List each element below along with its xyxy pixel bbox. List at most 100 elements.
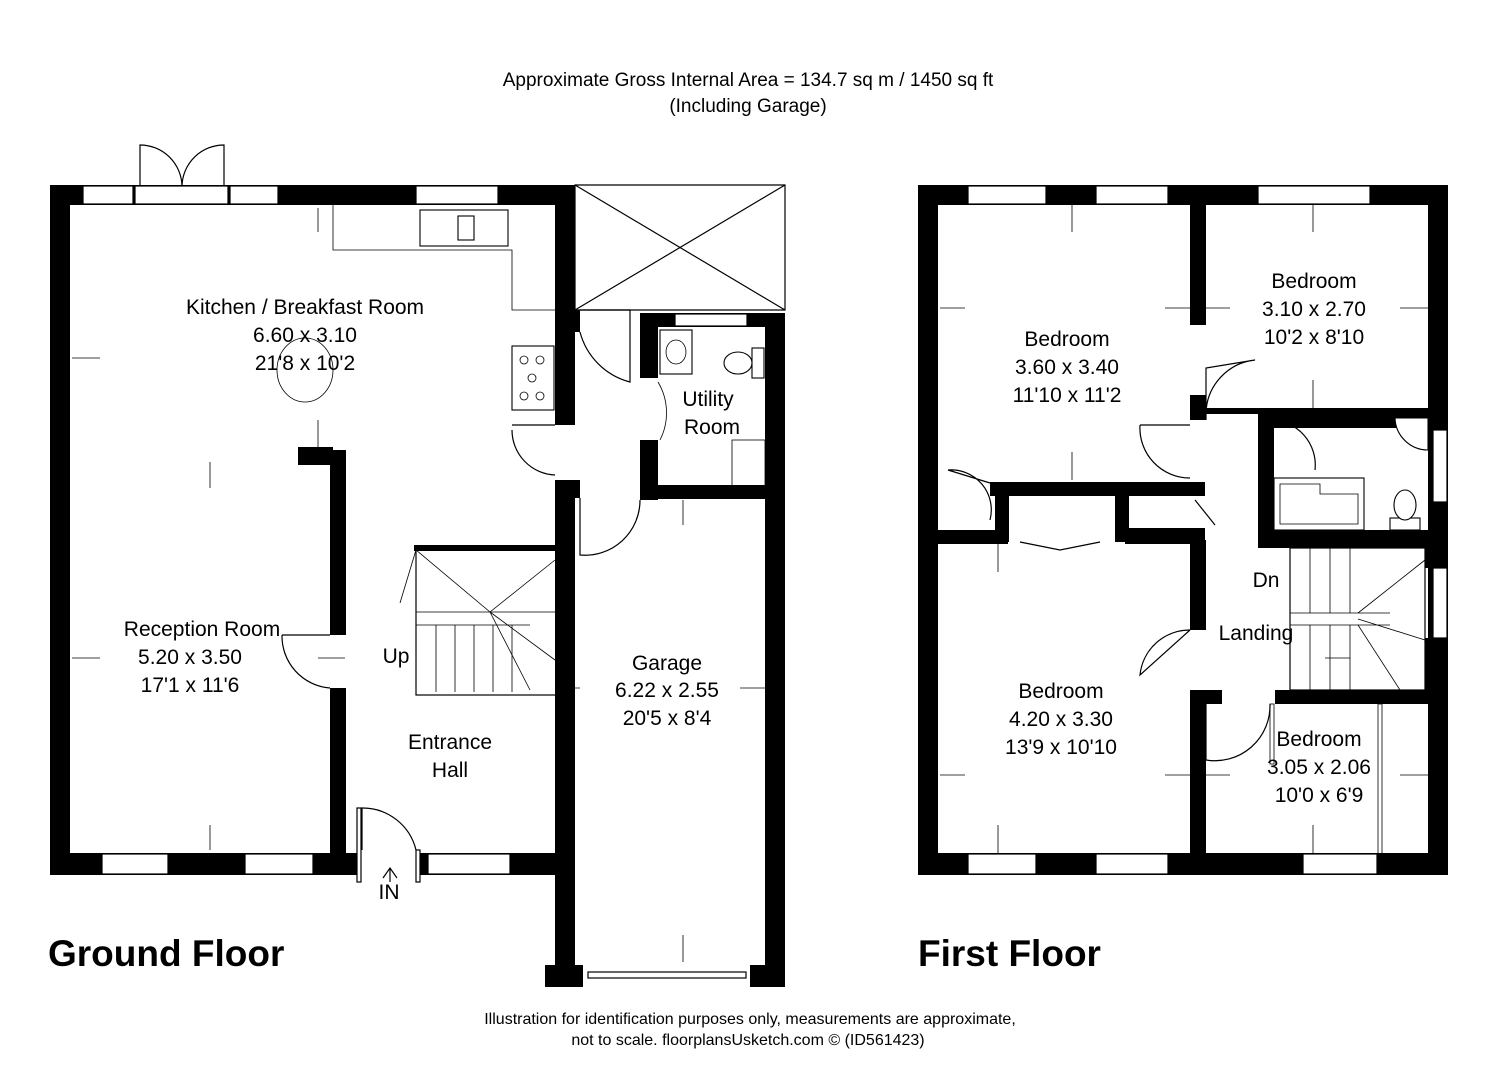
stair-treads bbox=[416, 611, 555, 692]
window bbox=[1432, 429, 1448, 503]
gf-east-wall-upper bbox=[555, 185, 575, 425]
landing-name: Landing bbox=[1219, 622, 1294, 645]
garage-metric: 6.22 x 2.55 bbox=[615, 679, 719, 702]
disclaimer-line1: Illustration for identification purposes… bbox=[484, 1011, 1016, 1028]
garage-west-wall bbox=[555, 485, 575, 985]
reception-door bbox=[281, 634, 331, 689]
bedroom4-metric: 3.05 x 2.06 bbox=[1267, 756, 1371, 779]
utility-unit bbox=[731, 439, 766, 489]
utility-name-line1: Utility bbox=[682, 388, 734, 411]
cupboard-door bbox=[1194, 499, 1216, 526]
corner-basin bbox=[1394, 417, 1429, 451]
window bbox=[1302, 853, 1378, 875]
reception-name: Reception Room bbox=[124, 618, 280, 641]
front-door-frame bbox=[356, 807, 362, 883]
bedroom2-name: Bedroom bbox=[1271, 270, 1356, 293]
kitchen-door bbox=[511, 424, 556, 476]
bath bbox=[1273, 477, 1365, 531]
stair-winders bbox=[399, 549, 556, 691]
window bbox=[674, 313, 748, 327]
window bbox=[229, 185, 279, 205]
dimension-arrows bbox=[72, 208, 765, 962]
stair-treads bbox=[1290, 548, 1426, 691]
wardrobe-doors bbox=[1019, 541, 1101, 551]
hall-name-line2: Hall bbox=[432, 759, 468, 782]
window bbox=[82, 185, 134, 205]
bedroom1-imperial: 11'10 x 11'2 bbox=[1013, 384, 1122, 407]
utility-door-swing bbox=[657, 381, 667, 441]
window bbox=[1257, 185, 1371, 205]
entrance-label: IN bbox=[379, 881, 400, 904]
garage-east-wall bbox=[765, 495, 785, 985]
wc bbox=[723, 351, 753, 375]
french-door-opening bbox=[134, 185, 229, 205]
bedroom2-metric: 3.10 x 2.70 bbox=[1262, 298, 1366, 321]
gf-west-wall bbox=[50, 185, 70, 875]
window bbox=[1432, 567, 1448, 639]
first-floor-title: First Floor bbox=[918, 933, 1101, 974]
reception-imperial: 17'1 x 11'6 bbox=[141, 674, 240, 697]
wc-cistern bbox=[751, 347, 765, 379]
bathroom-door bbox=[1269, 419, 1316, 471]
dining-table bbox=[276, 337, 334, 403]
front-door-opening bbox=[357, 850, 420, 878]
cupboard-door bbox=[947, 469, 992, 521]
bedroom4-door bbox=[1205, 703, 1271, 762]
disclaimer-line2: not to scale. floorplansUsketch.com © (I… bbox=[571, 1032, 924, 1049]
stairs-up-label: Up bbox=[383, 645, 410, 668]
bedroom1-door bbox=[1139, 424, 1191, 479]
bedroom1-metric: 3.60 x 3.40 bbox=[1015, 356, 1119, 379]
stairs-down bbox=[1289, 547, 1426, 691]
kitchen-imperial: 21'8 x 10'2 bbox=[255, 352, 355, 375]
stairs-up bbox=[415, 546, 557, 696]
window bbox=[244, 853, 314, 875]
window bbox=[967, 185, 1047, 205]
door-frame bbox=[1269, 703, 1275, 765]
ground-floor-title: Ground Floor bbox=[48, 933, 284, 974]
ground-floor-plan bbox=[50, 144, 786, 987]
bedroom3-imperial: 13'9 x 10'10 bbox=[1005, 736, 1117, 759]
front-door-frame bbox=[415, 849, 421, 883]
hall-name-line1: Entrance bbox=[408, 731, 492, 754]
hob bbox=[511, 345, 555, 411]
garage-door bbox=[587, 971, 747, 979]
bedroom3-metric: 4.20 x 3.30 bbox=[1009, 708, 1113, 731]
entry-arrow bbox=[382, 866, 398, 882]
gf-inner-wall bbox=[298, 447, 333, 465]
wash-basin bbox=[659, 329, 693, 375]
bedroom2-door bbox=[1205, 359, 1256, 420]
garage-imperial: 20'5 x 8'4 bbox=[623, 707, 712, 730]
stairs-down-label: Dn bbox=[1253, 569, 1280, 592]
wc bbox=[1393, 489, 1417, 521]
reception-metric: 5.20 x 3.50 bbox=[138, 646, 242, 669]
wardrobe-line bbox=[1377, 703, 1383, 855]
bedroom3-name: Bedroom bbox=[1018, 680, 1103, 703]
kitchen-worktop bbox=[332, 205, 555, 311]
utility-name-line2: Room bbox=[684, 416, 740, 439]
window bbox=[427, 853, 511, 875]
bedroom4-name: Bedroom bbox=[1276, 728, 1361, 751]
sink-bowl bbox=[457, 215, 475, 241]
bedroom4-imperial: 10'0 x 6'9 bbox=[1275, 784, 1364, 807]
kitchen-metric: 6.60 x 3.10 bbox=[253, 324, 357, 347]
front-door-swing bbox=[361, 807, 417, 851]
dimension-arrows bbox=[940, 205, 1428, 853]
garage-name: Garage bbox=[632, 652, 702, 675]
area-note: (Including Garage) bbox=[669, 96, 826, 117]
window bbox=[101, 853, 169, 875]
bedroom1-name: Bedroom bbox=[1024, 328, 1109, 351]
first-floor-plan bbox=[918, 185, 1448, 875]
bedroom2-imperial: 10'2 x 8'10 bbox=[1264, 326, 1364, 349]
window bbox=[1095, 185, 1169, 205]
utility-door bbox=[579, 309, 631, 383]
window bbox=[415, 185, 499, 205]
french-door-left bbox=[139, 144, 183, 187]
kitchen-name: Kitchen / Breakfast Room bbox=[186, 296, 424, 319]
window bbox=[967, 853, 1037, 875]
ff-inner-wall bbox=[1190, 185, 1206, 325]
window bbox=[1095, 853, 1169, 875]
carport-canopy bbox=[574, 184, 786, 311]
garage-door-internal bbox=[579, 498, 641, 556]
area-summary: Approximate Gross Internal Area = 134.7 … bbox=[503, 70, 994, 91]
